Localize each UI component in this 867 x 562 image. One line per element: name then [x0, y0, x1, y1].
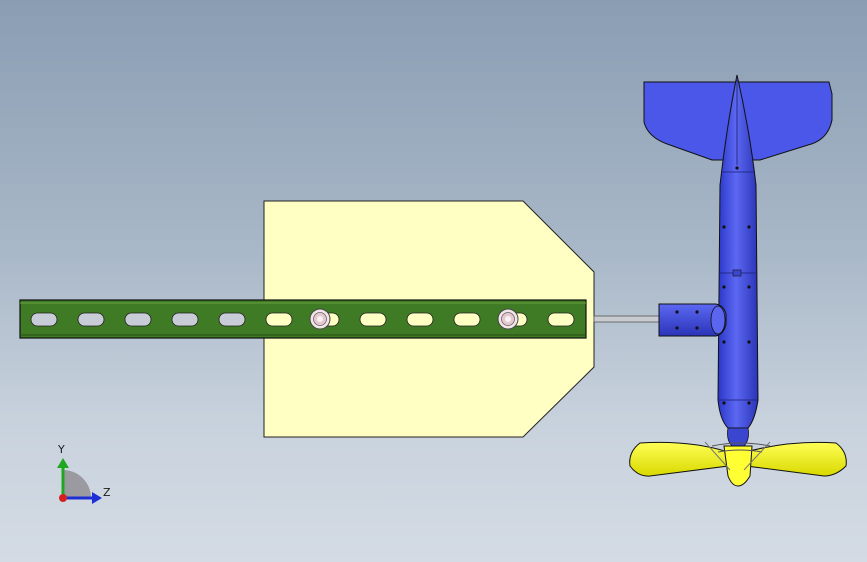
- rivet: [735, 166, 739, 170]
- z-axis-arrow: [92, 492, 102, 504]
- beam-slot: [30, 312, 58, 327]
- beam-slot: [218, 312, 246, 327]
- rivet: [722, 401, 726, 405]
- x-axis-dot: [59, 494, 67, 502]
- rivet: [695, 326, 699, 330]
- side-mount-end: [710, 305, 726, 335]
- bolt-2[interactable]: [497, 308, 519, 330]
- propeller-hub[interactable]: [723, 445, 753, 487]
- rivet: [722, 225, 726, 229]
- rivet: [722, 340, 726, 344]
- beam-slot: [547, 312, 575, 327]
- beam-slot: [359, 312, 387, 327]
- triad-z-label: Z: [103, 486, 111, 499]
- bolt-1[interactable]: [309, 308, 331, 330]
- fuselage-tab: [732, 269, 742, 277]
- rivet: [695, 310, 699, 314]
- slotted-beam[interactable]: [19, 299, 587, 339]
- rivet: [675, 310, 679, 314]
- rivet: [675, 326, 679, 330]
- beam-slots: [30, 312, 575, 327]
- propeller-blade-right[interactable]: [745, 441, 847, 477]
- rivet: [747, 225, 751, 229]
- propeller-blade-edge: [743, 441, 771, 471]
- propeller-blade-edge: [704, 441, 731, 471]
- beam-slot: [406, 312, 434, 327]
- triad-y-label: Y: [58, 443, 65, 456]
- beam-slot: [77, 312, 105, 327]
- rivet: [747, 340, 751, 344]
- rivet: [722, 285, 726, 289]
- beam-slot: [453, 312, 481, 327]
- rivet: [747, 285, 751, 289]
- coordinate-triad: [57, 458, 102, 504]
- triad-quadrant: [63, 470, 91, 498]
- propeller-blade-twist: [711, 442, 771, 453]
- connecting-rod[interactable]: [593, 315, 661, 323]
- rivet: [747, 401, 751, 405]
- beam-slot: [265, 312, 293, 327]
- beam-slot: [124, 312, 152, 327]
- propeller-blade-left[interactable]: [629, 441, 729, 477]
- y-axis-arrow: [57, 458, 69, 468]
- beam-slot: [171, 312, 199, 327]
